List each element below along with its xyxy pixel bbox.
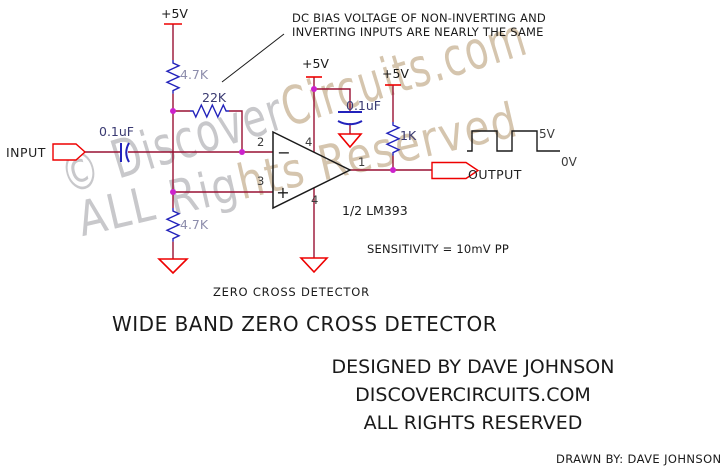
vcc-label: +5V — [161, 6, 188, 21]
capacitor-value: 0.1uF — [346, 98, 381, 113]
junction-dot — [311, 86, 317, 92]
ground-icon — [337, 133, 363, 149]
vcc-label: +5V — [382, 66, 409, 81]
wire — [314, 88, 351, 112]
dc-bias-note-line1: DC BIAS VOLTAGE OF NON-INVERTING AND — [292, 11, 546, 25]
circuit-name-label: ZERO CROSS DETECTOR — [213, 285, 370, 299]
junction-dot — [239, 149, 245, 155]
resistor-r4 — [385, 122, 401, 156]
capacitors — [120, 111, 363, 163]
resistor-value: 4.7K — [180, 217, 209, 232]
output-waveform: 5V 0V — [467, 127, 578, 169]
output-terminal-icon — [431, 161, 480, 180]
pin-number-power-bottom: 4 — [311, 193, 318, 207]
annotations: DC BIAS VOLTAGE OF NON-INVERTING AND INV… — [213, 11, 546, 299]
capacitor-c1-plate — [125, 142, 130, 163]
designed-by-line: DESIGNED BY DAVE JOHNSON — [331, 356, 615, 378]
pin-number-noninverting: 3 — [257, 174, 264, 188]
resistor-value: 1K — [400, 128, 417, 143]
input-label: INPUT — [6, 145, 46, 160]
waveform-high-label: 5V — [539, 127, 556, 141]
square-wave-icon — [467, 130, 560, 152]
wire — [229, 110, 243, 152]
capacitor-c2-plate — [337, 120, 363, 126]
junction-dot — [390, 167, 396, 173]
opamp-plus-sign: + — [276, 183, 289, 202]
power-symbols — [157, 23, 401, 275]
website-line: DISCOVERCIRCUITS.COM — [355, 384, 591, 406]
input-terminal-icon — [52, 143, 87, 161]
pin-number-output: 1 — [358, 155, 365, 169]
junction-dot — [170, 189, 176, 195]
resistor-r1 — [165, 60, 181, 94]
rights-line: ALL RIGHTS RESERVED — [363, 412, 583, 434]
opamp-comparator: − + 2 3 1 4 4 1/2 LM393 — [257, 130, 408, 218]
opamp-minus-sign: − — [277, 143, 290, 162]
resistor-r2 — [165, 208, 181, 242]
credits-block: DESIGNED BY DAVE JOHNSON DISCOVERCIRCUIT… — [253, 355, 693, 439]
page-title: WIDE BAND ZERO CROSS DETECTOR — [112, 312, 498, 336]
resistor-value: 22K — [202, 90, 227, 105]
dc-bias-note-line2: INVERTING INPUTS ARE NEARLY THE SAME — [292, 25, 544, 39]
output-label: OUTPUT — [468, 167, 522, 182]
waveform-low-label: 0V — [561, 155, 578, 169]
sensitivity-note: SENSITIVITY = 10mV PP — [367, 242, 509, 256]
resistors — [165, 60, 401, 242]
pin-number-inverting: 2 — [257, 135, 264, 149]
resistor-r3 — [190, 103, 230, 119]
drawn-by-line: DRAWN BY: DAVE JOHNSON — [556, 452, 722, 466]
pointer-line — [221, 33, 285, 83]
junction-dots — [170, 86, 396, 195]
resistor-value: 4.7K — [180, 67, 209, 82]
opamp-part-label: 1/2 LM393 — [342, 203, 408, 218]
pin-number-power-top: 4 — [305, 135, 312, 149]
vcc-label: +5V — [302, 56, 329, 71]
terminals: INPUT OUTPUT — [6, 143, 522, 182]
ground-icon — [299, 257, 329, 274]
opamp-triangle — [272, 130, 352, 210]
ground-icon — [157, 258, 189, 275]
capacitor-value: 0.1uF — [99, 124, 134, 139]
junction-dot — [170, 108, 176, 114]
